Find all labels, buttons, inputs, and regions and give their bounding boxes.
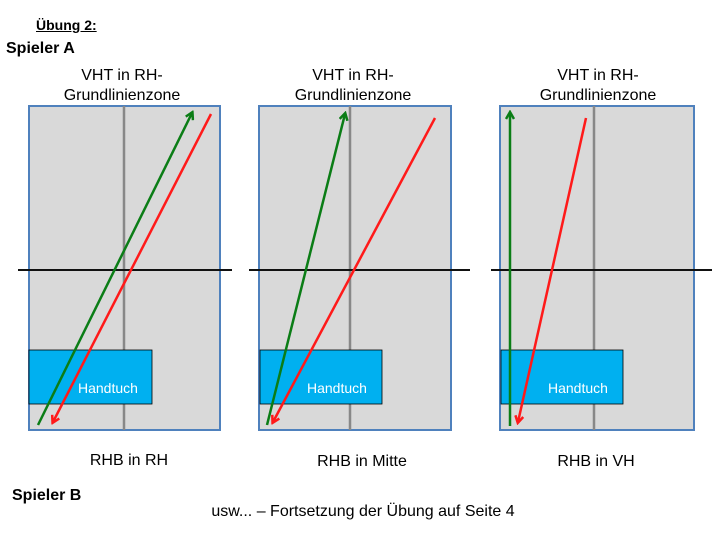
court-1-caption: RHB in RH [89, 452, 169, 469]
court-1: Handtuch [18, 105, 232, 431]
court-3: Handtuch [491, 105, 712, 431]
player-a-label: Spieler A [6, 40, 75, 57]
court-1-title-line1: VHT in RH- [81, 67, 163, 84]
court-3-title-line2: Grundlinienzone [539, 87, 657, 104]
court-3-title-line1: VHT in RH- [557, 67, 639, 84]
court-3-red-arrow [518, 117, 588, 422]
court-2-title-line2: Grundlinienzone [294, 87, 412, 104]
court-2-towel [259, 349, 383, 405]
court-3-caption: RHB in VH [557, 453, 635, 470]
court-2-caption: RHB in Mitte [317, 453, 407, 470]
court-2-green-arrow [265, 114, 345, 426]
court-3-towel-label: Handtuch [548, 380, 608, 396]
court-3-title: VHT in RH- Grundlinienzone [498, 66, 698, 106]
court-2-red-arrow [273, 117, 437, 422]
court-1-title: VHT in RH- Grundlinienzone [22, 66, 222, 106]
court-2-towel-label: Handtuch [307, 380, 367, 396]
footer-note: usw... – Fortsetzung der Übung auf Seite… [211, 503, 515, 520]
court-2-title-line1: VHT in RH- [312, 67, 394, 84]
court-1-red-arrow [53, 113, 213, 422]
court-2-title: VHT in RH- Grundlinienzone [253, 66, 453, 106]
court-2: Handtuch [249, 105, 470, 431]
court-1-title-line2: Grundlinienzone [63, 87, 181, 104]
court-1-towel-label: Handtuch [78, 380, 138, 396]
exercise-title: Übung 2: [36, 17, 97, 33]
court-1-green-arrow [36, 113, 192, 426]
court-1-towel [28, 349, 153, 405]
player-b-label: Spieler B [12, 487, 82, 504]
court-3-towel [500, 349, 624, 405]
